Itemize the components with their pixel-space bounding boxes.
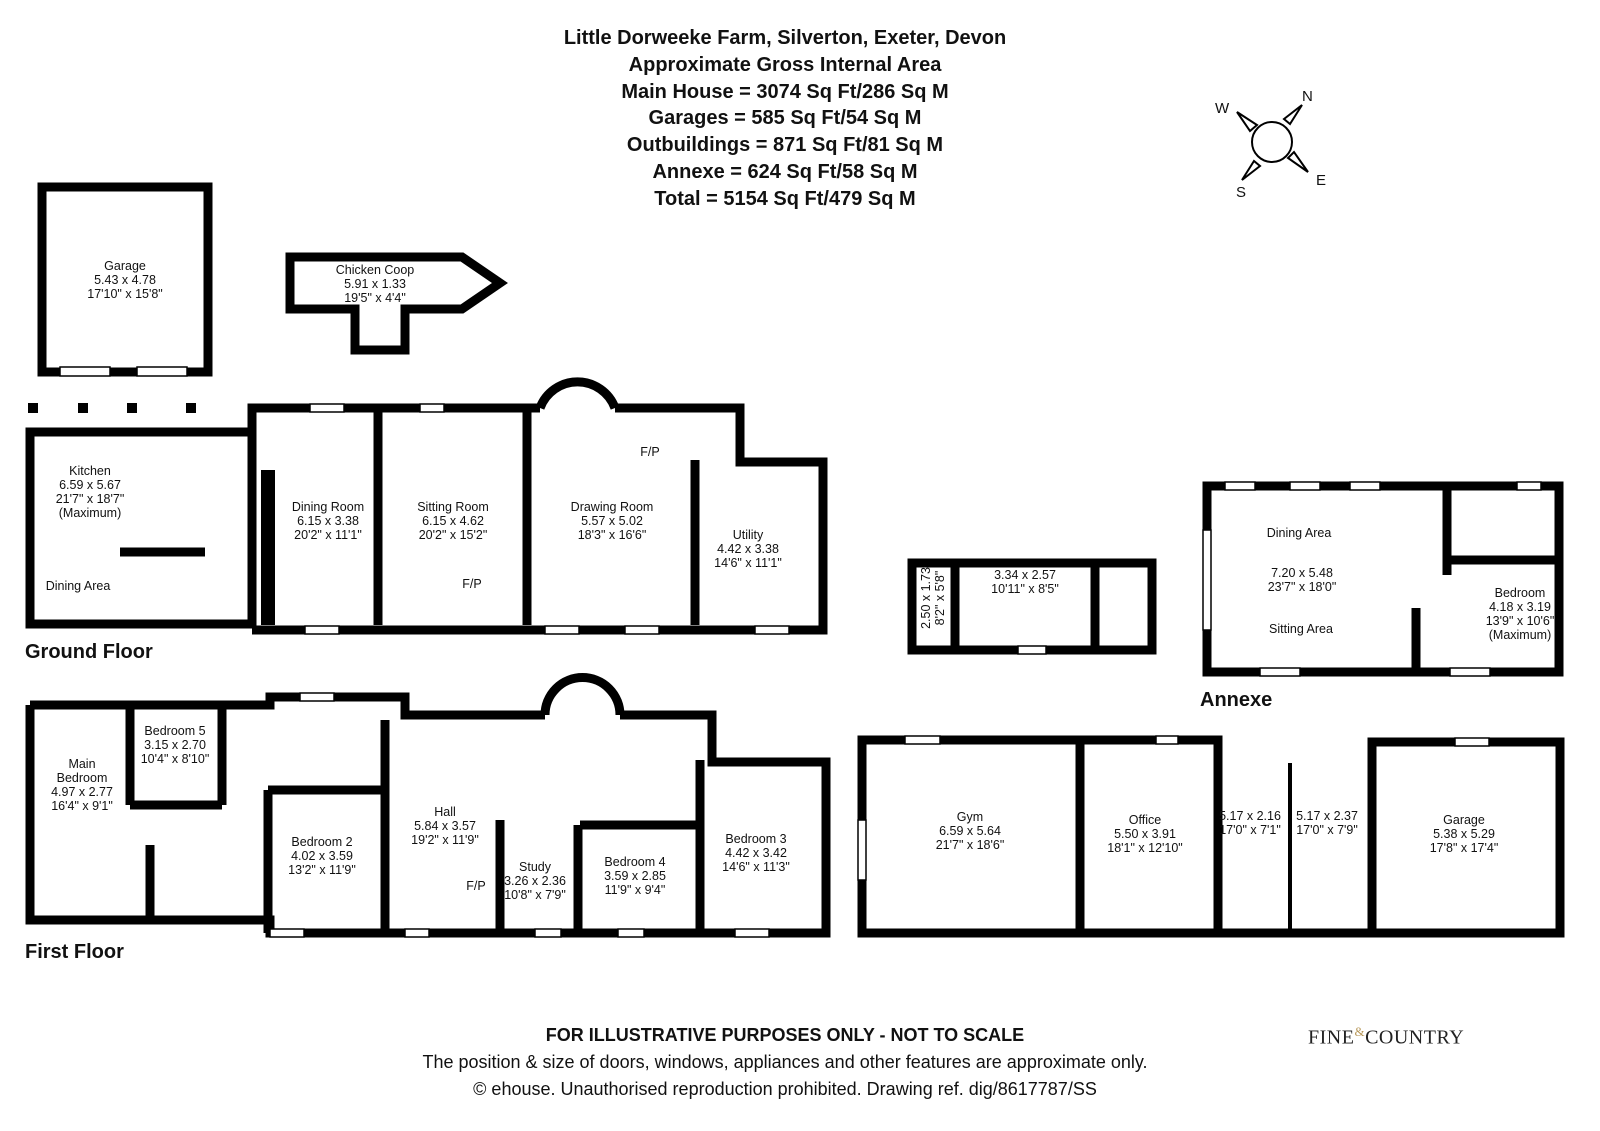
compass-s: S [1236,184,1247,201]
chicken-coop-walls [285,252,508,355]
section-annexe: Annexe [1200,689,1273,711]
annexe-sitting-area: Sitting Area [1269,622,1333,636]
area-main-house: Main House = 3074 Sq Ft/286 Sq M [621,81,949,103]
copyright: © ehouse. Unauthorised reproduction proh… [473,1079,1097,1099]
fireplace-label: F/P [462,577,482,591]
compass-n: N [1302,88,1313,105]
annexe-dining-area: Dining Area [1266,526,1332,540]
garage-walls [37,182,213,377]
section-ground-floor: Ground Floor [25,641,153,663]
section-first-floor: First Floor [25,941,124,963]
property-title: Little Dorweeke Farm, Silverton, Exeter,… [563,27,1007,49]
area-annexe: Annexe = 624 Sq Ft/58 Sq M [652,161,918,183]
compass-e: E [1316,172,1327,189]
area-heading: Approximate Gross Internal Area [628,54,942,76]
area-garages: Garages = 585 Sq Ft/54 Sq M [648,107,922,129]
fireplace-label: F/P [640,445,660,459]
first-floor-walls [25,673,831,938]
fireplace-label: F/P [466,879,486,893]
compass-w: W [1215,100,1230,117]
area-total: Total = 5154 Sq Ft/479 Sq M [654,188,916,210]
room-dining-area: Dining Area [45,579,111,593]
area-outbuildings: Outbuildings = 871 Sq Ft/81 Sq M [626,134,944,156]
approximation-note: The position & size of doors, windows, a… [422,1052,1148,1072]
disclaimer: FOR ILLUSTRATIVE PURPOSES ONLY - NOT TO … [545,1025,1025,1045]
windows [59,366,1542,938]
annexe-walls [1202,481,1564,677]
pergola-posts [28,403,196,413]
fine-country-logo: FINE&COUNTRY [1308,1024,1465,1049]
compass-icon [1236,104,1309,181]
